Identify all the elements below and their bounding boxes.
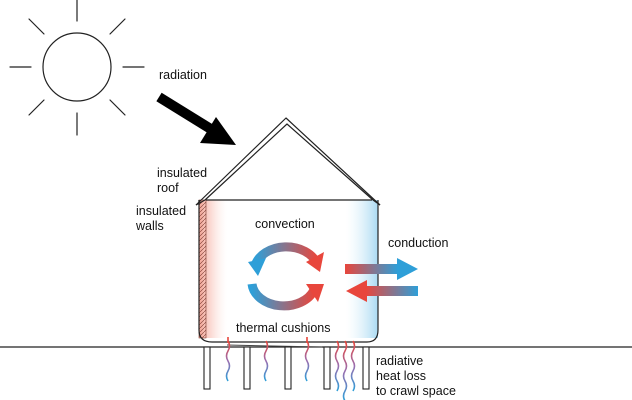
insulated-roof-label: insulated roof	[157, 166, 211, 195]
radiation-label: radiation	[159, 68, 207, 82]
radiation-arrow-icon	[156, 92, 236, 145]
conduction-arrows-icon	[345, 258, 418, 302]
convection-cycle-icon	[247, 242, 324, 311]
convection-label: convection	[255, 217, 315, 231]
heat-wave-icon	[225, 340, 356, 400]
insulated-roof	[195, 117, 381, 206]
conduction-label: conduction	[388, 236, 449, 250]
radiative-heat-loss-label: radiative heat loss to crawl space	[376, 354, 456, 398]
thermal-cushions-label: thermal cushions	[236, 321, 331, 335]
floor-slab	[226, 344, 323, 348]
support-posts	[203, 346, 370, 390]
heat-wave-top-marks	[227, 337, 308, 343]
insulated-walls-label: insulated walls	[135, 204, 190, 233]
sun-icon	[9, 0, 145, 136]
wall-insulation	[198, 199, 207, 339]
